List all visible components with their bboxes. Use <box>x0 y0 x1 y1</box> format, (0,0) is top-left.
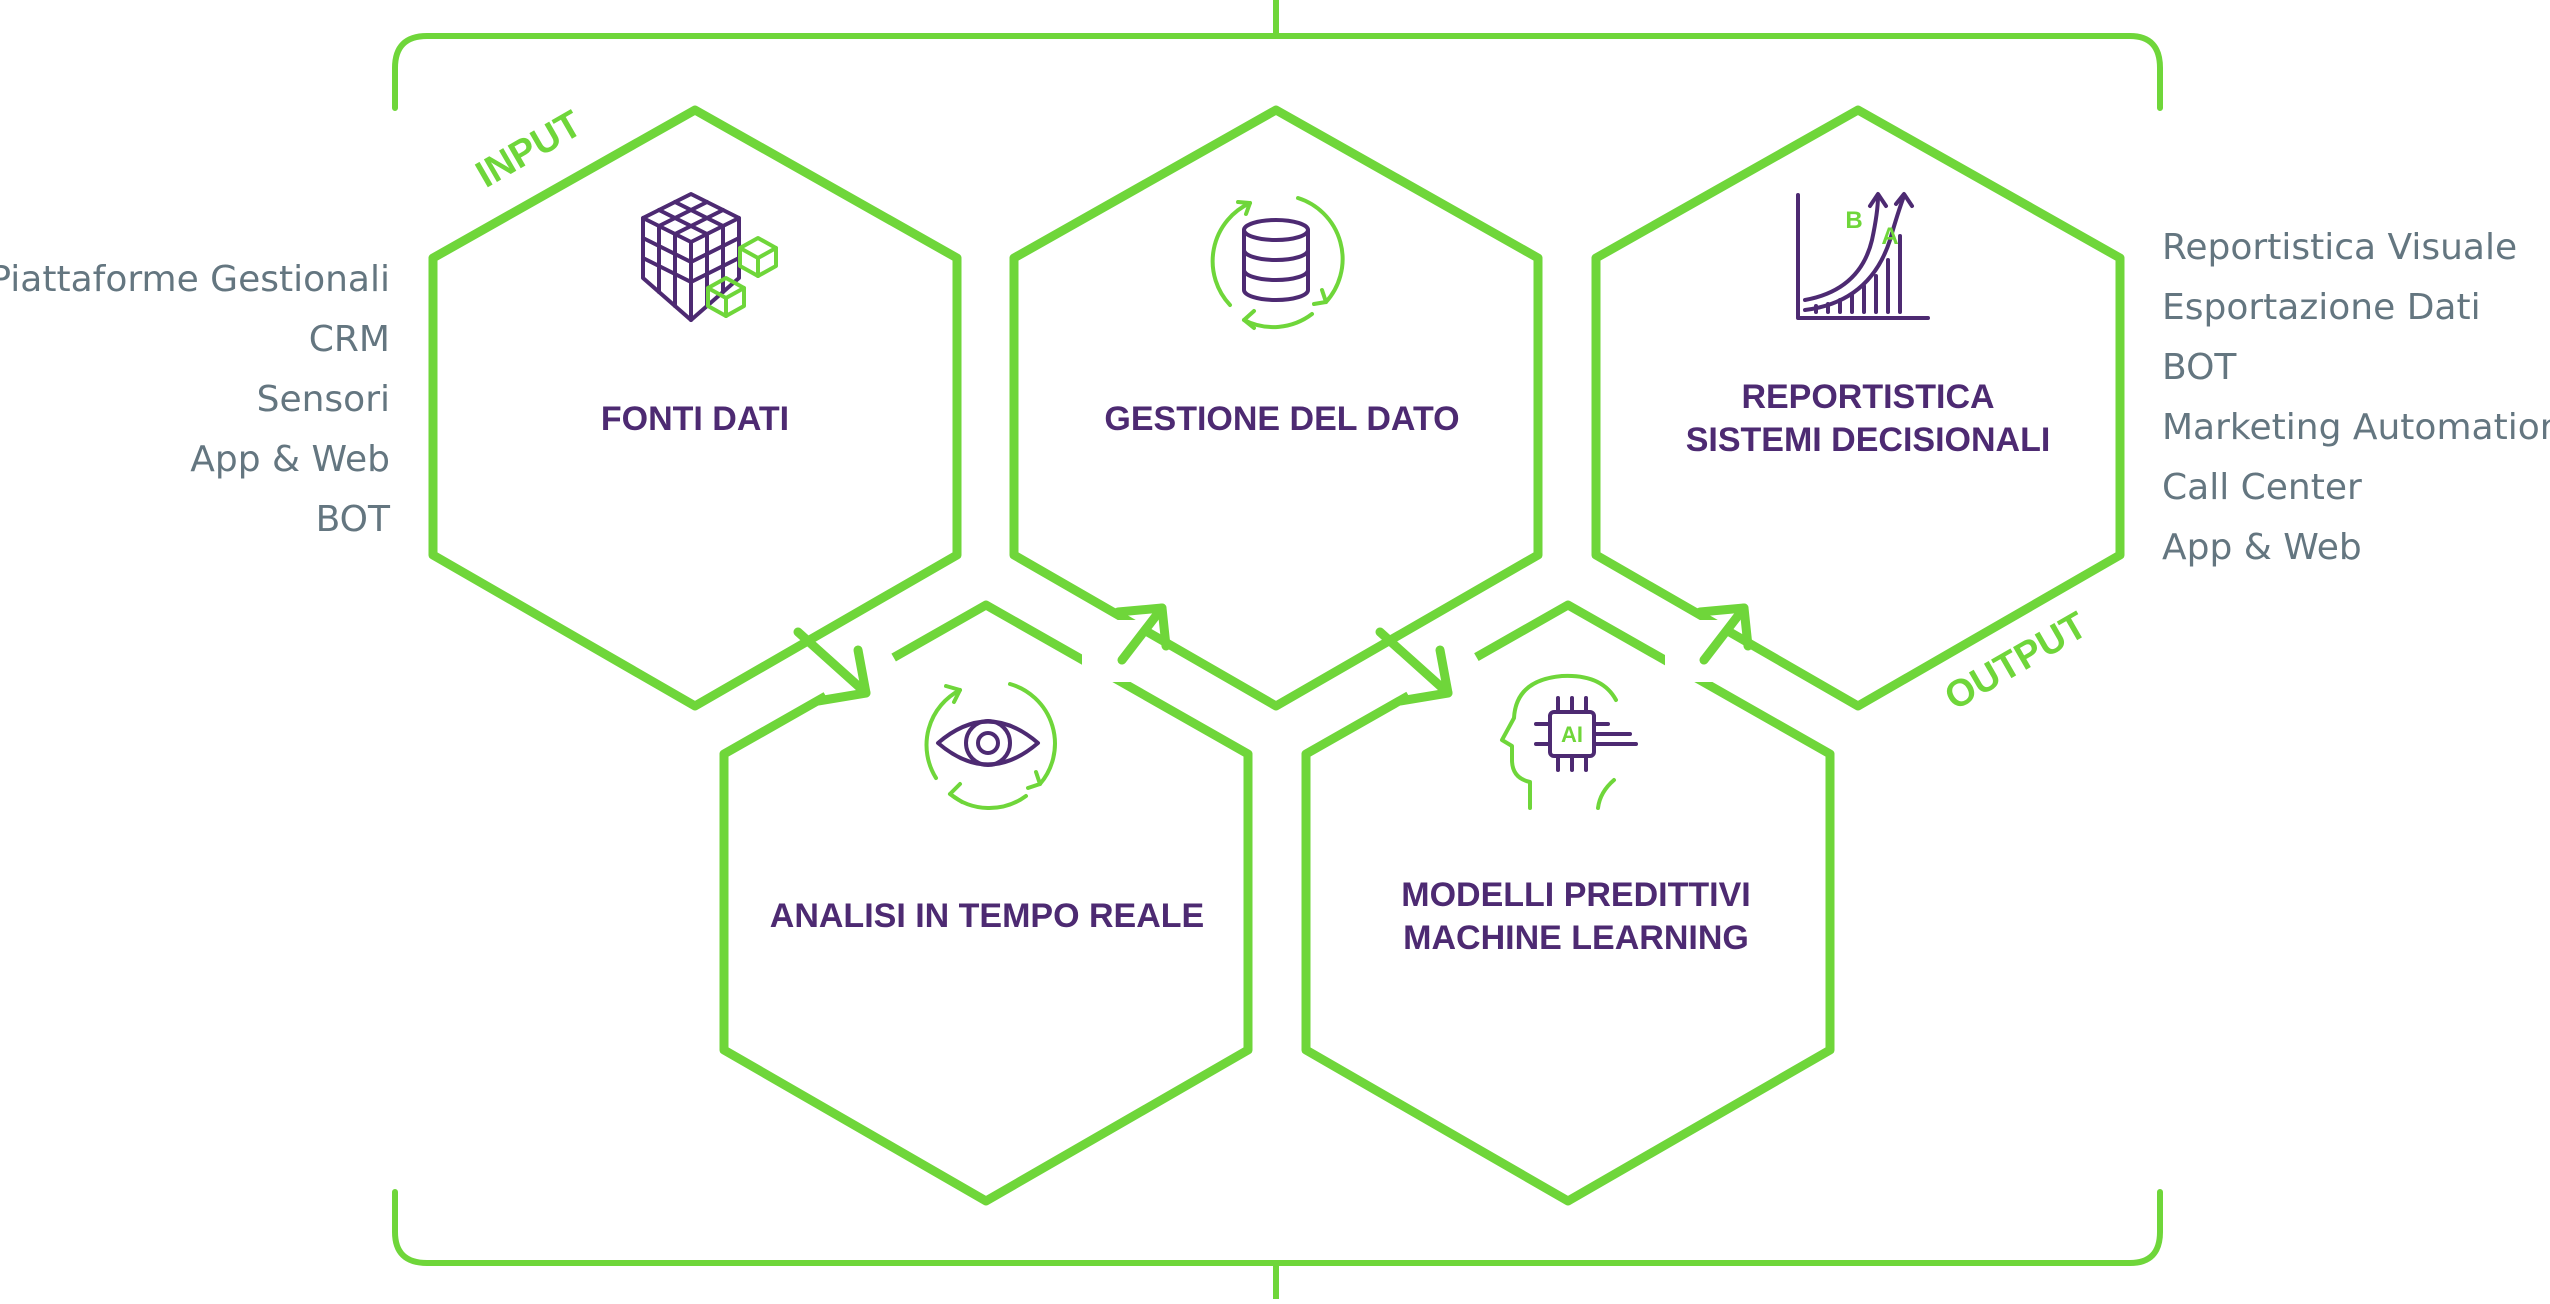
ai-chip-label: AI <box>1561 722 1583 747</box>
flow-arrow-3 <box>1375 627 1453 706</box>
database-cycle-icon <box>1210 196 1345 330</box>
hex-title-modelli-predittivi-line1: MODELLI PREDITTIVI <box>1401 876 1750 914</box>
frame-top-bracket <box>392 33 2163 111</box>
input-source-item: App & Web <box>190 439 390 480</box>
input-source-item: Piattaforme Gestionali <box>0 259 390 300</box>
output-destination-item: App & Web <box>2162 527 2362 568</box>
output-destination-item: Call Center <box>2162 467 2362 508</box>
flow-arrow-4 <box>1695 603 1753 665</box>
output-destination-item: Reportistica Visuale <box>2162 227 2518 268</box>
chart-letter-a: A <box>1881 223 1898 250</box>
input-sources-list: Piattaforme Gestionali CRM Sensori App &… <box>0 250 390 550</box>
data-cube-icon <box>641 192 778 322</box>
gap-mask-2 <box>1082 620 1144 682</box>
input-source-item: CRM <box>308 319 390 360</box>
output-destination-item: BOT <box>2162 347 2237 388</box>
hex-title-modelli-predittivi-line2: MACHINE LEARNING <box>1403 919 1749 957</box>
chart-letter-b: B <box>1845 207 1862 234</box>
hexagon-gestione-del-dato <box>1009 105 1543 711</box>
frame-bottom-bracket <box>392 1189 2163 1266</box>
hex-title-analisi-tempo-reale: ANALISI IN TEMPO REALE <box>770 897 1204 935</box>
growth-chart-icon: B A <box>1796 192 1930 320</box>
flow-arrow-1 <box>793 627 871 706</box>
hex-title-gestione-del-dato: GESTIONE DEL DATO <box>1104 400 1459 438</box>
hex-title-reportistica-line1: REPORTISTICA <box>1741 378 1994 416</box>
input-source-item: Sensori <box>256 379 390 420</box>
output-label: OUTPUT <box>1938 604 2094 718</box>
hexagon-modelli-predittivi <box>1301 600 1835 1206</box>
hex-title-reportistica-line2: SISTEMI DECISIONALI <box>1686 421 2051 459</box>
hexagon-analisi-tempo-reale <box>719 600 1253 1206</box>
eye-cycle-icon <box>924 682 1057 811</box>
hexagon-reportistica <box>1591 105 2125 711</box>
hexagon-fonti-dati <box>428 105 962 711</box>
input-source-item: BOT <box>315 499 390 540</box>
output-destination-item: Esportazione Dati <box>2162 287 2481 328</box>
output-destination-item: Marketing Automation <box>2162 407 2550 448</box>
ai-head-icon: AI <box>1500 673 1638 810</box>
gap-mask-4 <box>1665 620 1727 682</box>
output-destinations-list: Reportistica Visuale Esportazione Dati B… <box>2162 218 2550 578</box>
hex-title-fonti-dati: FONTI DATI <box>601 400 789 438</box>
flow-arrow-2 <box>1113 603 1171 665</box>
